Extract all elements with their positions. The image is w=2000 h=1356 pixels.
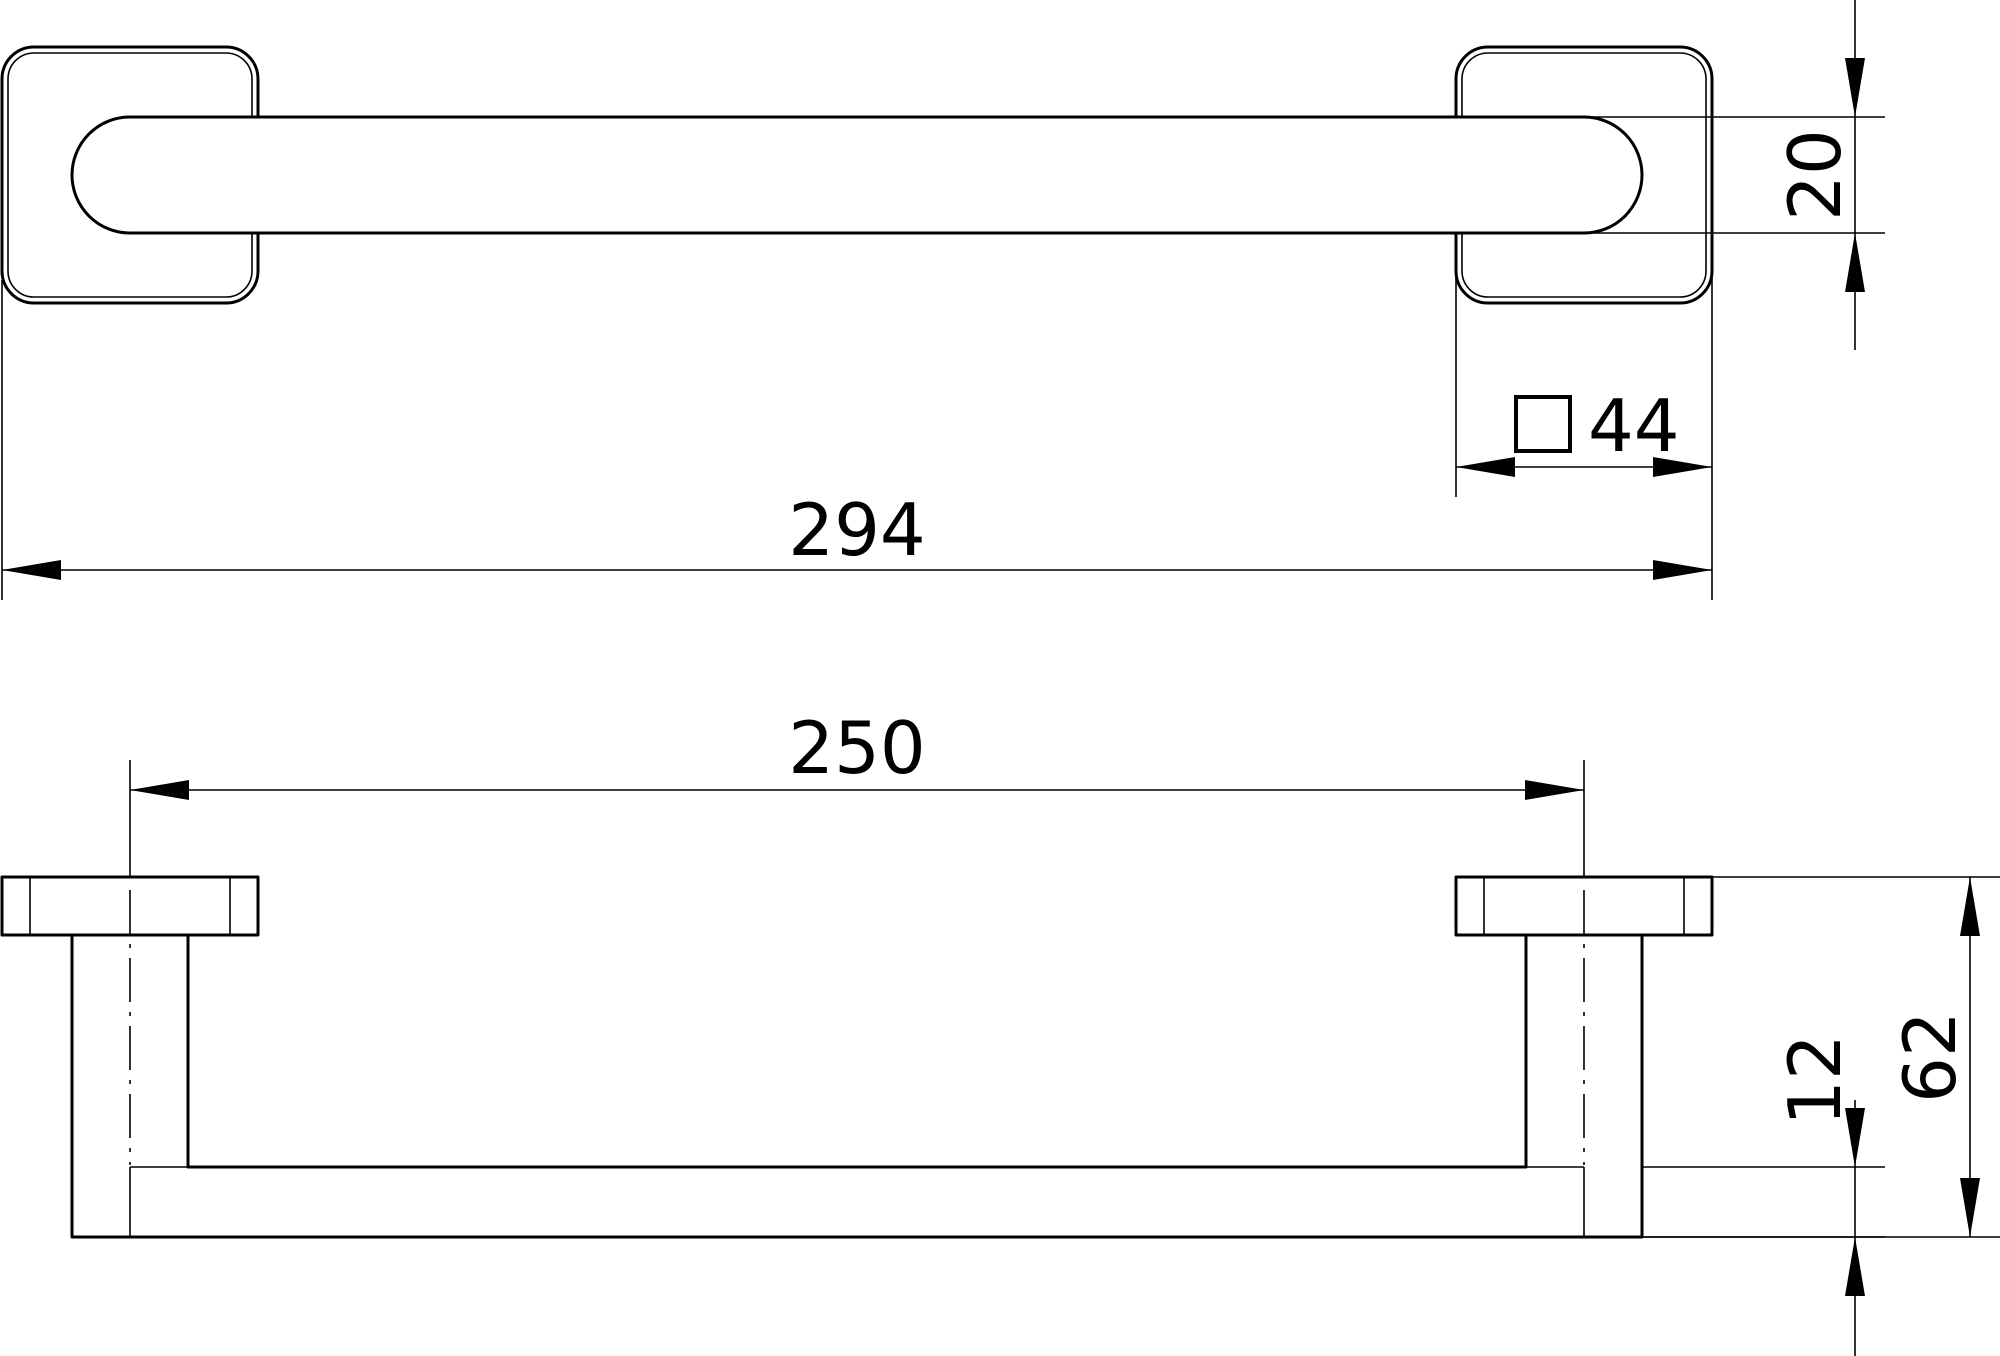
dim-base-size: 44 xyxy=(1455,275,1713,600)
dim-text-bar-diameter: 20 xyxy=(1773,129,1857,221)
arrow-down xyxy=(1845,1108,1865,1167)
dim-overall-length: 294 xyxy=(1,280,1712,600)
dim-center-distance: 250 xyxy=(129,706,1585,877)
dim-bar-thickness: 12 xyxy=(1642,1034,1885,1356)
arrow-up xyxy=(1845,233,1865,292)
top-view: 20 44 294 xyxy=(0,0,1885,600)
side-view: 250 12 62 xyxy=(0,706,2000,1356)
bar-side xyxy=(70,935,1644,1239)
dim-text-center-distance: 250 xyxy=(788,706,925,790)
dim-text-bar-thickness: 12 xyxy=(1773,1034,1857,1126)
dim-text-base-size: 44 xyxy=(1588,384,1680,468)
bar-top xyxy=(70,115,1644,235)
arrow-left xyxy=(2,560,61,580)
arrow-down xyxy=(1960,1178,1980,1237)
arrow-up xyxy=(1845,1237,1865,1296)
dim-text-projection: 62 xyxy=(1888,1011,1972,1103)
arrow-right xyxy=(1525,780,1584,800)
arrow-down xyxy=(1845,58,1865,117)
dim-bar-diameter: 20 xyxy=(1584,0,1885,350)
arrow-left xyxy=(130,780,189,800)
dim-projection: 62 xyxy=(1642,876,2000,1238)
square-symbol-icon xyxy=(1514,395,1572,453)
arrow-right xyxy=(1653,560,1712,580)
arrow-left xyxy=(1456,457,1515,477)
arrow-right xyxy=(1653,457,1712,477)
dim-text-overall-length: 294 xyxy=(788,488,925,572)
arrow-up xyxy=(1960,877,1980,936)
